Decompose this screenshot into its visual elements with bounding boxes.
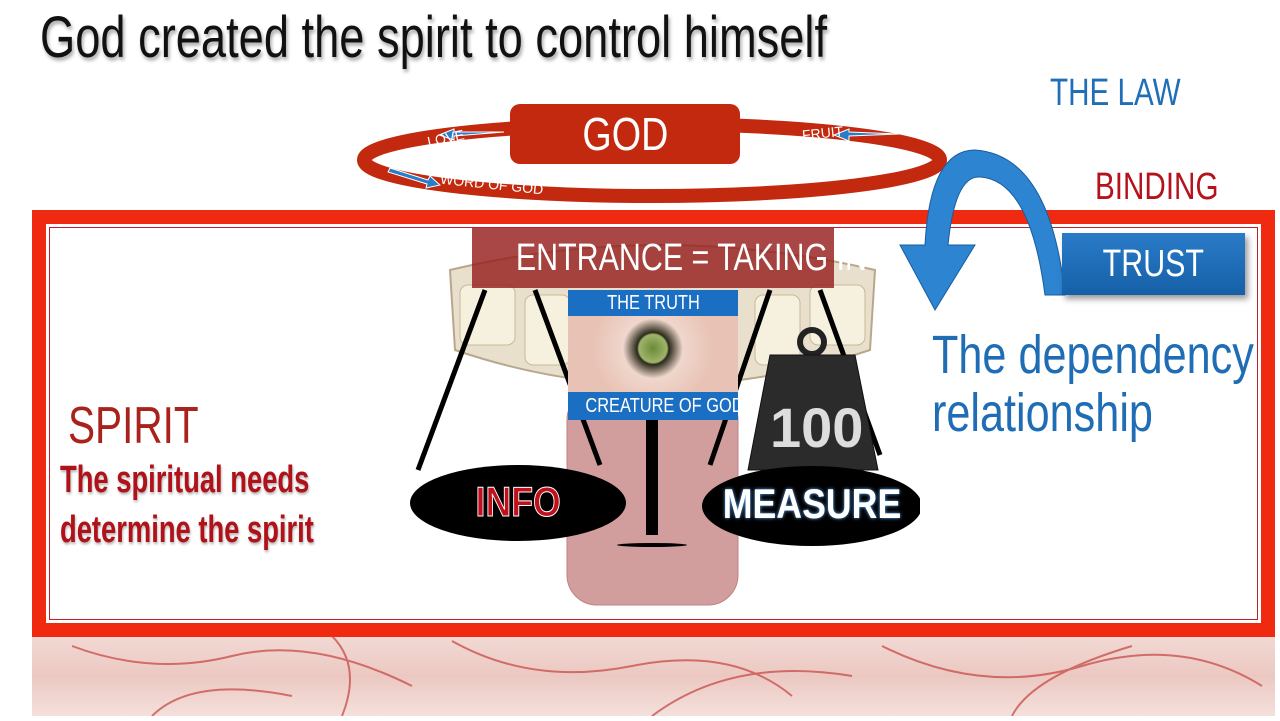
the-law-label: THE LAW [1050,72,1181,114]
measure-label: MEASURE [722,480,902,527]
weight-100-icon [747,327,879,471]
measure-ellipse [702,466,920,546]
trust-box: TRUST [1062,233,1245,295]
spiritual-needs-text: The spiritual needs determine the spirit [60,459,314,551]
arrow-right-icon [387,167,442,189]
creature-of-god-bar: CREATURE OF GOD [568,392,744,420]
dependency-relationship-text: The dependency relationship [932,325,1254,443]
spirit-heading: SPIRIT [68,397,199,455]
info-ellipse [410,465,626,541]
god-box: GOD [510,104,740,164]
info-label: INFO [475,478,561,526]
weight-value: 100 [770,396,864,459]
arrow-left-icon [832,128,900,142]
arrow-left-icon [437,128,505,141]
slide-title: God created the spirit to control himsel… [40,5,828,70]
entrance-box: ENTRANCE = TAKING IN [472,228,867,288]
binding-label: BINDING [1095,166,1219,208]
brain-texture-image [32,635,1275,717]
brain-veins [71,635,1263,717]
the-truth-bar: THE TRUTH [568,290,738,316]
curved-arrow-icon [899,149,1066,312]
